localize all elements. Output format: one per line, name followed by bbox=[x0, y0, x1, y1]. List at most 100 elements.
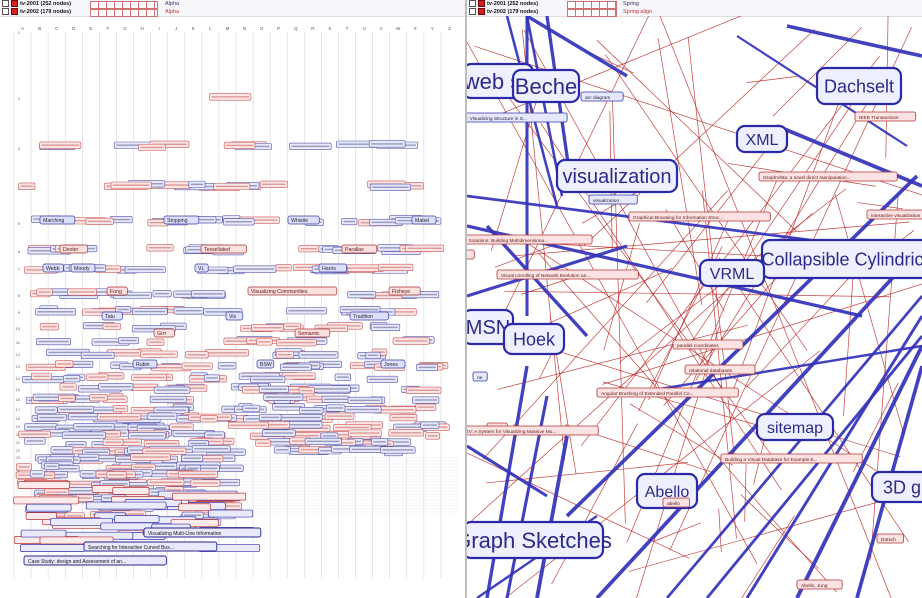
node-text-mark bbox=[280, 416, 321, 419]
big-node bbox=[815, 66, 903, 106]
blue-node-label: Visualizing Multi-Line Information bbox=[148, 531, 221, 537]
node-text-mark bbox=[113, 513, 144, 515]
node-text-mark bbox=[328, 407, 344, 409]
blue-node bbox=[287, 215, 320, 225]
node-text-mark bbox=[258, 341, 271, 343]
column-header: G bbox=[123, 26, 127, 31]
blue-node bbox=[114, 515, 160, 523]
red-edge bbox=[718, 508, 722, 553]
right-row-label-2001: Spring bbox=[623, 1, 639, 7]
spring-slider-2001[interactable] bbox=[567, 1, 617, 9]
checkbox-checked-icon[interactable] bbox=[478, 8, 485, 16]
left-row-tv2001[interactable]: tv-2001 (252 nodes) bbox=[2, 0, 71, 8]
red-edge bbox=[746, 76, 797, 83]
column-header: J bbox=[175, 26, 177, 31]
red-edge bbox=[529, 268, 673, 332]
column-header: D bbox=[72, 26, 76, 31]
column-header: W bbox=[396, 26, 401, 31]
node-text-mark bbox=[187, 354, 207, 356]
node-text-mark bbox=[88, 291, 123, 293]
node-text-mark bbox=[264, 432, 294, 434]
red-node bbox=[25, 512, 57, 520]
node-text-mark bbox=[240, 219, 278, 221]
checkbox-icon[interactable] bbox=[2, 0, 9, 8]
big-node-label: visualization bbox=[563, 166, 672, 188]
node-text-mark bbox=[205, 311, 241, 313]
node-text-mark bbox=[300, 247, 317, 250]
node-text-mark bbox=[132, 456, 169, 458]
blue-node-label: Tradition bbox=[353, 314, 373, 320]
node-text-mark bbox=[219, 269, 243, 272]
left-row-tv2002[interactable]: tv-2002 (179 nodes) bbox=[2, 8, 71, 16]
column-header: Z bbox=[448, 26, 451, 31]
node-text-mark bbox=[80, 456, 97, 459]
blue-node-label: : Visualizing Structure in S... bbox=[467, 116, 527, 122]
right-pane: tv-2001 (252 nodes) Spring tv-2002 (179 … bbox=[467, 0, 922, 598]
red-edge bbox=[857, 202, 903, 210]
red-edge bbox=[648, 216, 731, 401]
node-text-mark bbox=[342, 308, 379, 311]
red-node-label: MGV: A System for Visualizing Massive Mu… bbox=[467, 429, 556, 435]
row-number: 22 bbox=[16, 448, 21, 453]
row-number: 8 bbox=[18, 293, 21, 298]
right-row-tv2002[interactable]: tv-2002 (179 nodes) bbox=[469, 8, 538, 16]
row-number: 15 bbox=[16, 387, 21, 392]
big-node bbox=[555, 158, 679, 194]
pane-divider[interactable] bbox=[465, 0, 467, 598]
alpha-grid-view[interactable]: ABCDEFGHIJKLMNOPQRSTUVWXYZ12345678910111… bbox=[0, 18, 465, 598]
alpha-slider-2002[interactable] bbox=[90, 9, 158, 17]
column-header: T bbox=[346, 26, 349, 31]
node-text-mark bbox=[91, 409, 120, 411]
node-text-mark bbox=[161, 184, 190, 186]
node-text-mark bbox=[29, 250, 69, 252]
red-node bbox=[596, 387, 739, 398]
row-name: tv-2002 (179 nodes) bbox=[487, 9, 539, 15]
checkbox-icon[interactable] bbox=[2, 8, 9, 16]
spring-slider-2002[interactable] bbox=[567, 9, 617, 17]
blue-node bbox=[132, 359, 158, 369]
big-node-label: Beche bbox=[515, 74, 577, 99]
node-text-mark bbox=[282, 366, 310, 368]
node-text-mark bbox=[335, 426, 370, 429]
node-text-mark bbox=[156, 389, 188, 391]
checkbox-checked-icon[interactable] bbox=[11, 8, 18, 16]
node-text-mark bbox=[47, 515, 76, 517]
node-text-mark bbox=[324, 398, 348, 400]
red-edge bbox=[503, 290, 890, 298]
row-number: 14 bbox=[16, 376, 21, 381]
red-node-label: relational databases bbox=[689, 368, 733, 374]
red-node-label: Fong bbox=[110, 289, 122, 295]
node-text-mark bbox=[100, 386, 132, 388]
red-node bbox=[388, 286, 421, 296]
red-edge bbox=[744, 463, 747, 522]
node-text-mark bbox=[276, 449, 289, 451]
blue-node bbox=[472, 371, 488, 382]
checkbox-checked-icon[interactable] bbox=[478, 0, 485, 8]
node-text-mark bbox=[156, 409, 187, 411]
big-node-label: MSN bbox=[467, 317, 510, 339]
red-node bbox=[200, 244, 247, 254]
node-text-mark bbox=[66, 515, 83, 517]
node-text-mark bbox=[225, 221, 253, 223]
checkbox-icon[interactable] bbox=[469, 8, 476, 16]
checkbox-checked-icon[interactable] bbox=[11, 0, 18, 8]
red-edge bbox=[653, 522, 702, 542]
node-text-mark bbox=[139, 465, 175, 468]
checkbox-icon[interactable] bbox=[469, 0, 476, 8]
node-text-mark bbox=[41, 144, 79, 146]
row-number: 23 bbox=[16, 455, 21, 460]
red-edge bbox=[657, 38, 703, 305]
node-text-mark bbox=[154, 292, 170, 295]
row-number: 7 bbox=[18, 267, 21, 272]
red-node bbox=[796, 579, 843, 590]
node-text-mark bbox=[39, 416, 65, 419]
right-row-tv2001[interactable]: tv-2001 (252 nodes) bbox=[469, 0, 538, 8]
node-text-mark bbox=[133, 466, 154, 469]
node-text-mark bbox=[350, 432, 380, 434]
alpha-slider-2001[interactable] bbox=[90, 1, 158, 9]
blue-node bbox=[23, 555, 167, 566]
column-header: O bbox=[260, 26, 264, 31]
node-text-mark bbox=[120, 339, 137, 342]
node-text-mark bbox=[91, 396, 106, 399]
